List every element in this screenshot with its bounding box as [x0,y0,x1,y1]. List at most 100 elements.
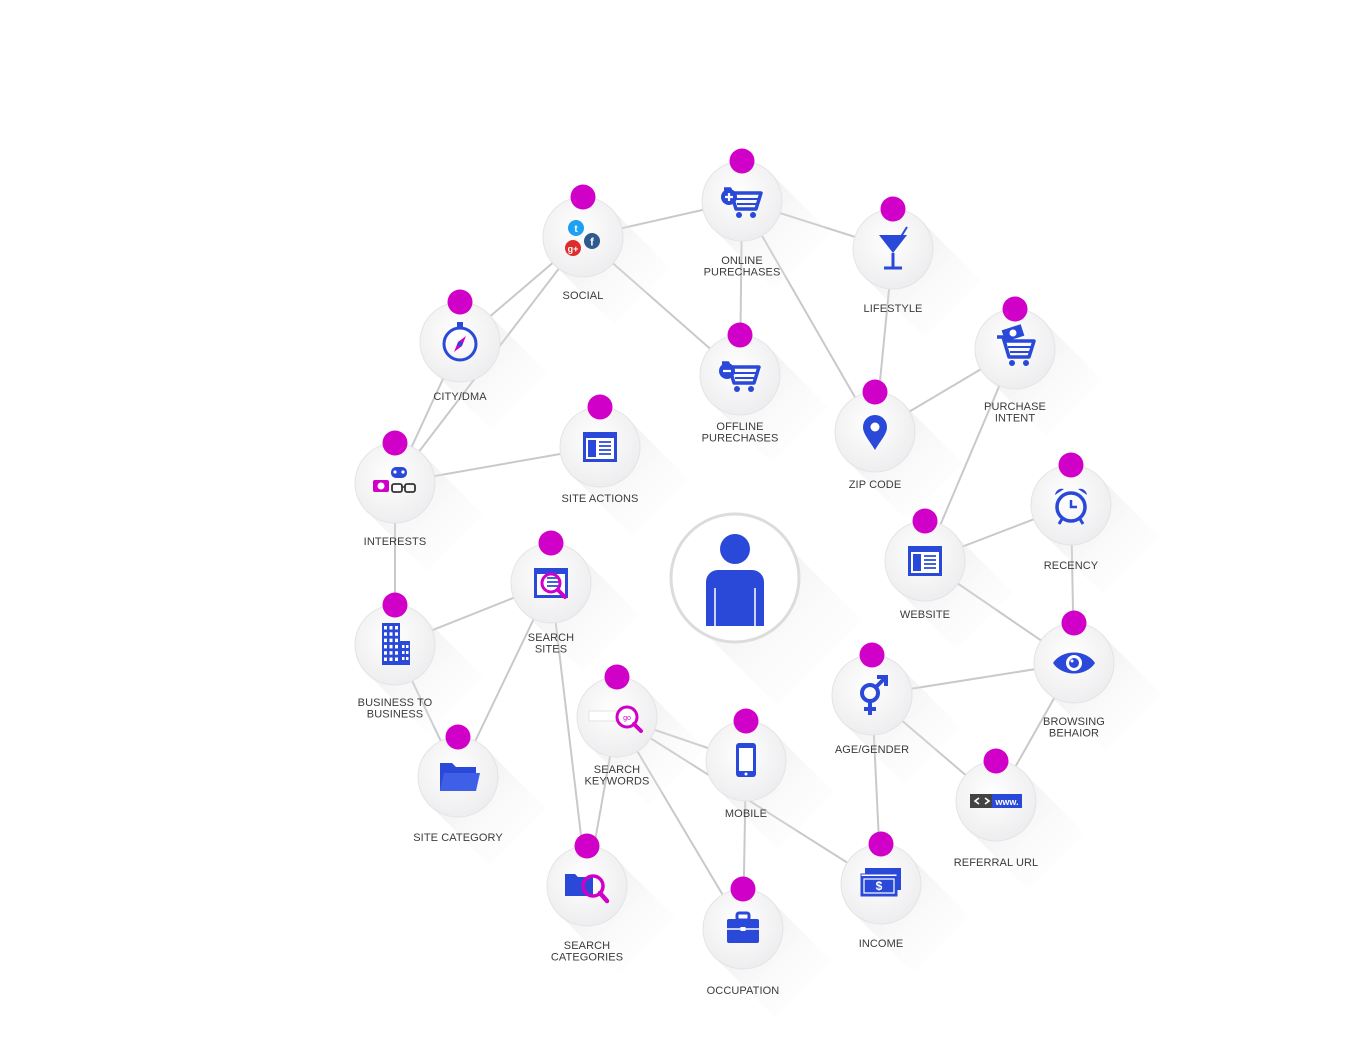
node-label: INTERESTS [364,536,427,548]
magenta-dot [382,592,408,618]
magenta-dot [538,530,564,556]
eye-icon [1053,652,1095,674]
svg-text:t: t [574,224,578,235]
search-bar-icon: go [588,705,643,733]
node-label: RECENCY [1044,560,1099,572]
node-zip-code: ZIP CODE [834,379,916,491]
magenta-dot [570,184,596,210]
cart-add-icon [721,187,763,218]
node-site-category: SITE CATEGORY [413,724,503,844]
node-city-dma: CITY/DMA [419,289,501,403]
cash-icon: $ [860,868,901,897]
magenta-dot [447,289,473,315]
magenta-dot [912,508,938,534]
node-label: AGE/GENDER [835,744,909,756]
node-interests: INTERESTS [354,430,436,548]
node-label: MOBILE [725,808,767,820]
node-label: SITES [535,644,567,656]
gender-icon [860,675,888,715]
svg-text:f: f [590,237,594,249]
cocktail-icon [879,226,908,270]
folder-search-icon [565,874,610,904]
node-label: CITY/DMA [433,391,487,403]
node-label: SITE CATEGORY [413,832,503,844]
node-age-gender: AGE/GENDER [831,642,913,756]
mobile-phone-icon [736,743,756,777]
magenta-dot [729,148,755,174]
node-label: BUSINESS TO [358,697,433,709]
node-label: ONLINE [721,255,763,267]
social-media-icon: t g+ f [565,220,600,256]
magenta-dot [382,430,408,456]
node-label: BEHAIOR [1049,728,1099,740]
node-mobile: MOBILE [705,708,787,820]
magenta-dot [587,394,613,420]
magenta-dot [1002,296,1028,322]
svg-text:g+: g+ [568,244,579,254]
magenta-dot [859,642,885,668]
web-page-icon [908,546,942,576]
node-lifestyle: LIFESTYLE [852,196,934,315]
node-label: REFERRAL URL [954,857,1039,869]
node-recency: RECENCY [1030,452,1112,572]
node-label: SOCIAL [563,290,604,302]
magenta-dot [983,748,1009,774]
node-label: SEARCH [564,940,610,952]
web-page-icon [583,432,617,462]
interests-icon [373,467,416,493]
magenta-dot [574,833,600,859]
node-label: KEYWORDS [585,776,650,788]
node-label: OFFLINE [716,421,763,433]
compass-icon [442,322,478,362]
url-bar-icon: www. [970,794,1022,808]
node-income: $ INCOME [840,831,922,950]
cart-remove-icon [719,361,761,392]
node-label: CATEGORIES [551,952,623,964]
node-label: INCOME [859,938,904,950]
folder-icon [440,763,480,791]
magenta-dot [1061,610,1087,636]
magenta-dot [868,831,894,857]
search-page-icon [534,568,568,599]
magenta-dot [727,322,753,348]
magenta-dot [862,379,888,405]
node-label: BROWSING [1043,716,1105,728]
map-pin-icon [863,415,887,450]
magenta-dot [604,664,630,690]
node-referral-url: www. REFERRAL URL [954,748,1039,869]
magenta-dot [880,196,906,222]
node-label: PURECHASES [704,267,781,279]
node-label: OCCUPATION [707,985,780,997]
svg-text:www.: www. [994,797,1018,807]
node-occupation: OCCUPATION [702,876,784,997]
magenta-dot [445,724,471,750]
node-label: INTENT [995,413,1036,425]
node-label: WEBSITE [900,609,950,621]
magenta-dot [730,876,756,902]
cart-money-icon [997,324,1036,366]
node-website: WEBSITE [884,508,966,621]
building-icon [382,623,410,665]
node-label: LIFESTYLE [864,303,923,315]
person-icon [706,534,764,626]
node-label: SEARCH [528,632,574,644]
node-label: SITE ACTIONS [562,493,639,505]
alarm-clock-icon [1055,488,1087,525]
node-label: BUSINESS [367,709,423,721]
node-label: PURECHASES [702,433,779,445]
node-label: PURCHASE [984,401,1046,413]
svg-text:$: $ [876,879,883,893]
diagram-nodes: tg+fSOCIALONLINEPURECHASESLIFESTYLECITY/… [354,148,1115,997]
center-user-node [669,512,863,706]
node-label: SEARCH [594,764,640,776]
